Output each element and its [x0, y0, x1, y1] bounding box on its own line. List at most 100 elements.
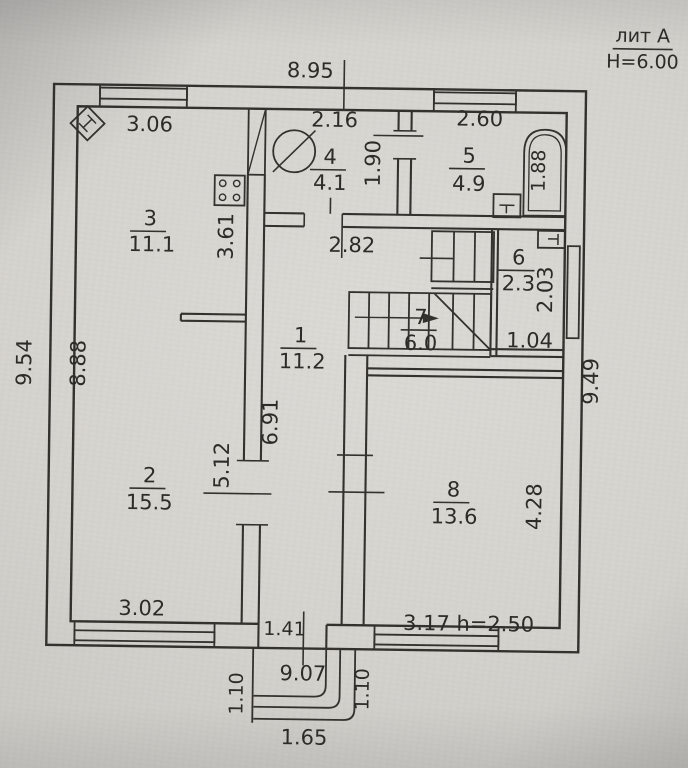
- wall-room4-room5: [396, 110, 413, 215]
- room3-area: 11.1: [128, 232, 175, 257]
- fixtures: [69, 105, 568, 249]
- dim-room5-width: 2.60: [456, 107, 503, 132]
- liter-label: лит А: [615, 25, 670, 48]
- room5-number: 5: [462, 144, 476, 168]
- stair-direction-arrow: [354, 316, 425, 319]
- room6-number: 6: [512, 245, 526, 269]
- room3-number: 3: [143, 206, 157, 230]
- window-bottom-left: [73, 621, 216, 648]
- wall-room1-room8: [340, 355, 369, 626]
- room6-label: 6 2.3: [498, 245, 535, 296]
- porch-steps: [251, 647, 357, 723]
- dim-room8-depth: 4.28: [522, 483, 547, 530]
- ext-line-190: [373, 134, 424, 137]
- room8-label: 8 13.6: [431, 477, 478, 529]
- room8-area: 13.6: [431, 504, 478, 529]
- dim-bottom-width: 9.07: [279, 661, 326, 686]
- walls-room6: [489, 229, 564, 359]
- wall-hall-top: [264, 211, 566, 232]
- outer-wall-contour: [45, 82, 588, 654]
- liter-underline: [612, 47, 673, 51]
- door-leaf-icon: [246, 107, 267, 176]
- room4-area: 4.1: [313, 171, 347, 195]
- dimension-labels: 8.95 3.06 2.16 2.60 2.82 1.04 3.02 3.17 …: [12, 58, 604, 750]
- vent-shaft-icon: [69, 105, 106, 142]
- ticks-and-extensions: [203, 59, 454, 666]
- room1-label: 1 11.2: [279, 323, 326, 374]
- stair-lower-edge: [348, 354, 491, 358]
- dim-hall-depth: 6.91: [258, 398, 283, 445]
- dim-top-width: 8.95: [287, 58, 334, 83]
- room-labels: 3 11.1 4 4.1 5 4.9 6 2.3: [126, 144, 536, 529]
- vent-shaft-glyph-icon: [78, 114, 97, 133]
- dim-bath-length: 1.88: [528, 149, 551, 192]
- ext-line-top: [342, 59, 346, 110]
- stair-upper-flight: [430, 230, 495, 283]
- stair-lower-flight: [347, 291, 493, 351]
- stair-upper-treads: [431, 231, 494, 290]
- staircase: [347, 230, 495, 358]
- wall-room3-room2: [179, 312, 246, 323]
- dim-porch-side-left: 1.10: [225, 672, 248, 715]
- dim-room3-width: 3.06: [126, 112, 173, 137]
- room7-label: 7 6.0: [400, 305, 437, 355]
- porch-step-1: [253, 648, 328, 698]
- ticks-room1-room8: [328, 454, 385, 494]
- windows: [73, 84, 581, 652]
- dim-room4-depth: 1.90: [361, 140, 386, 187]
- room3-label: 3 11.1: [128, 206, 175, 257]
- dim-room2-depth: 5.12: [209, 442, 234, 489]
- porch-step-3: [253, 649, 357, 721]
- dim-left-inner-depth: 8.88: [66, 340, 91, 387]
- center-wall: [240, 174, 266, 624]
- stair-arrow-head: [422, 313, 439, 324]
- toilet-icon: [536, 229, 567, 249]
- inner-wall-contour: [69, 105, 568, 630]
- dim-left-outer-depth: 9.54: [12, 339, 37, 386]
- building-height-label: Н=6.00: [606, 51, 679, 74]
- dim-room6-width: 1.04: [506, 328, 553, 353]
- exit-door-jambs: [257, 623, 328, 649]
- stair-diagonal: [433, 292, 492, 351]
- dim-room2-width: 3.02: [118, 596, 165, 621]
- room7-number: 7: [414, 305, 428, 329]
- opening-room4-room5: [393, 129, 417, 160]
- exterior-walls: [45, 82, 588, 654]
- room8-number: 8: [447, 477, 461, 501]
- dim-porch-side-right: 1.10: [351, 668, 374, 711]
- dim-room3-depth: 3.61: [214, 213, 239, 260]
- window-top-right: [432, 89, 517, 113]
- ext-line-bottom-center: [302, 611, 305, 666]
- room6-area: 2.3: [501, 271, 535, 295]
- boiler-icon: [272, 129, 317, 174]
- porch-step-2: [253, 648, 342, 709]
- dim-hall-top-width: 2.82: [328, 233, 375, 258]
- dim-porch-width: 1.65: [280, 725, 327, 750]
- opening-room4-hall: [303, 213, 344, 258]
- room4-number: 4: [323, 145, 337, 169]
- room1-number: 1: [294, 323, 308, 347]
- stove-icon: [213, 174, 246, 207]
- dim-room4-width: 2.16: [311, 108, 358, 133]
- window-right-niche: [565, 245, 581, 340]
- room5-label: 5 4.9: [448, 144, 486, 196]
- porch-left-edge: [251, 647, 255, 723]
- dim-exit-width: 1.41: [263, 618, 306, 641]
- room5-area: 4.9: [452, 171, 486, 195]
- room1-area: 11.2: [279, 349, 326, 374]
- wall-room8-top: [367, 367, 564, 380]
- interior-walls: [179, 110, 566, 649]
- ext-line-512: [203, 492, 272, 495]
- dim-room8-width-note: 3.17 h=2.50: [403, 611, 534, 637]
- room2-area: 15.5: [126, 490, 173, 515]
- sink-icon: [492, 193, 522, 219]
- room4-label: 4 4.1: [309, 145, 347, 195]
- opening-room2-room1: [235, 459, 269, 526]
- dim-room6-depth: 2.03: [533, 266, 558, 313]
- room2-number: 2: [143, 463, 157, 487]
- dim-right-outer-depth: 9.49: [579, 358, 604, 405]
- title-block: лит А Н=6.00: [606, 25, 679, 74]
- room2-label: 2 15.5: [126, 463, 173, 515]
